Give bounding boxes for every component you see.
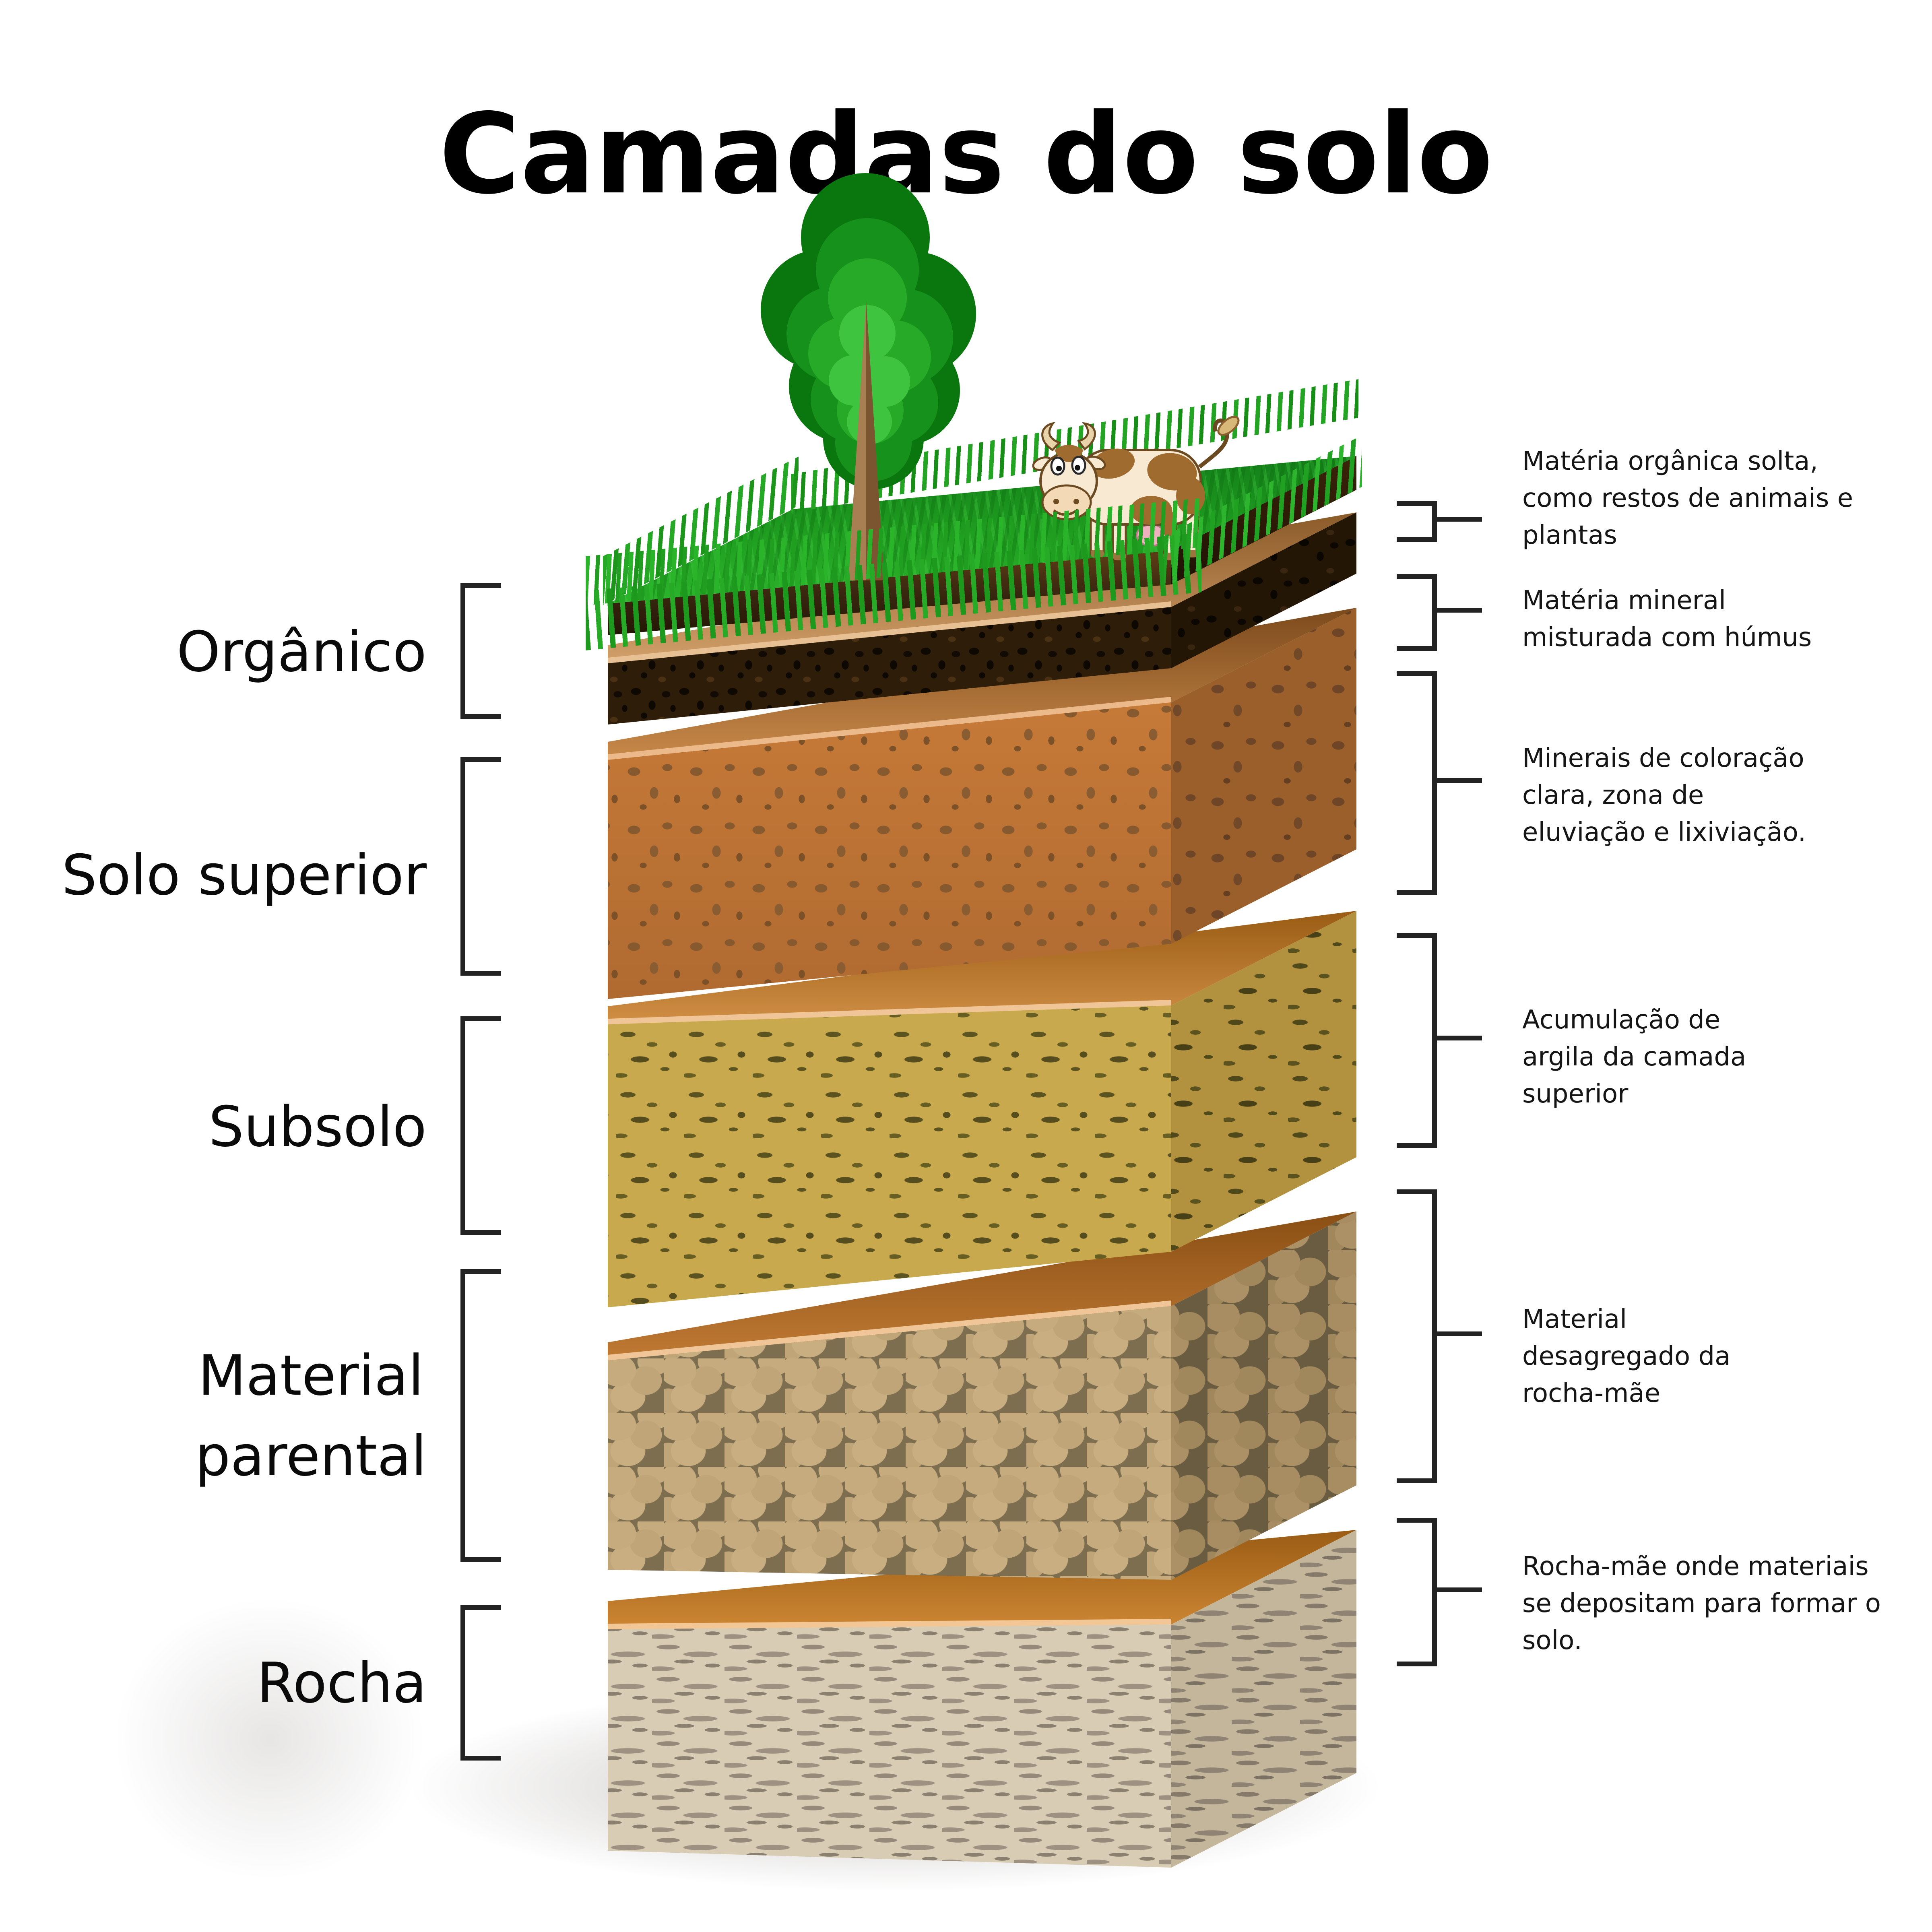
bracket-right-minerais	[1397, 671, 1437, 895]
label-solo-superior: Solo superior	[62, 843, 427, 908]
bracket-left-subsolo	[460, 1016, 501, 1235]
label-material-parental: Material parental	[195, 1343, 427, 1489]
label-rocha: Rocha	[256, 1651, 427, 1715]
bracket-left-organico	[460, 583, 501, 719]
annotation-acumulacao: Acumulação de argila da camada superior	[1522, 1005, 1746, 1109]
bracket-right-materia-organica	[1397, 501, 1437, 542]
bracket-tick	[1437, 517, 1482, 522]
bracket-left-material-parental	[460, 1269, 501, 1562]
bracket-tick	[1437, 778, 1482, 783]
bracket-tick	[1437, 1331, 1482, 1336]
bracket-tick	[1437, 608, 1482, 613]
tree-illustration	[761, 173, 976, 580]
ground-shadow-soft	[48, 1538, 491, 1932]
annotation-minerais: Minerais de coloração clara, zona de elu…	[1522, 743, 1806, 847]
bracket-right-rocha-mae	[1397, 1518, 1437, 1666]
page-title: Camadas do solo	[439, 90, 1493, 219]
bracket-tick	[1437, 1587, 1482, 1592]
annotation-desagregado: Material desagregado da rocha-mãe	[1522, 1305, 1731, 1408]
annotation-materia-organica: Matéria orgânica solta, como restos de a…	[1522, 446, 1854, 550]
bracket-left-rocha	[460, 1605, 501, 1761]
bracket-right-materia-mineral	[1397, 574, 1437, 651]
label-organico: Orgânico	[176, 619, 427, 684]
annotation-materia-mineral: Matéria mineral misturada com húmus	[1522, 586, 1812, 652]
bracket-right-desagregado	[1397, 1189, 1437, 1483]
bracket-right-acumulacao	[1397, 933, 1437, 1148]
annotation-rocha-mae: Rocha-mãe onde materiais se depositam pa…	[1522, 1552, 1881, 1655]
bracket-left-solo-superior	[460, 757, 501, 976]
bracket-tick	[1437, 1036, 1482, 1040]
label-subsolo: Subsolo	[208, 1094, 427, 1159]
